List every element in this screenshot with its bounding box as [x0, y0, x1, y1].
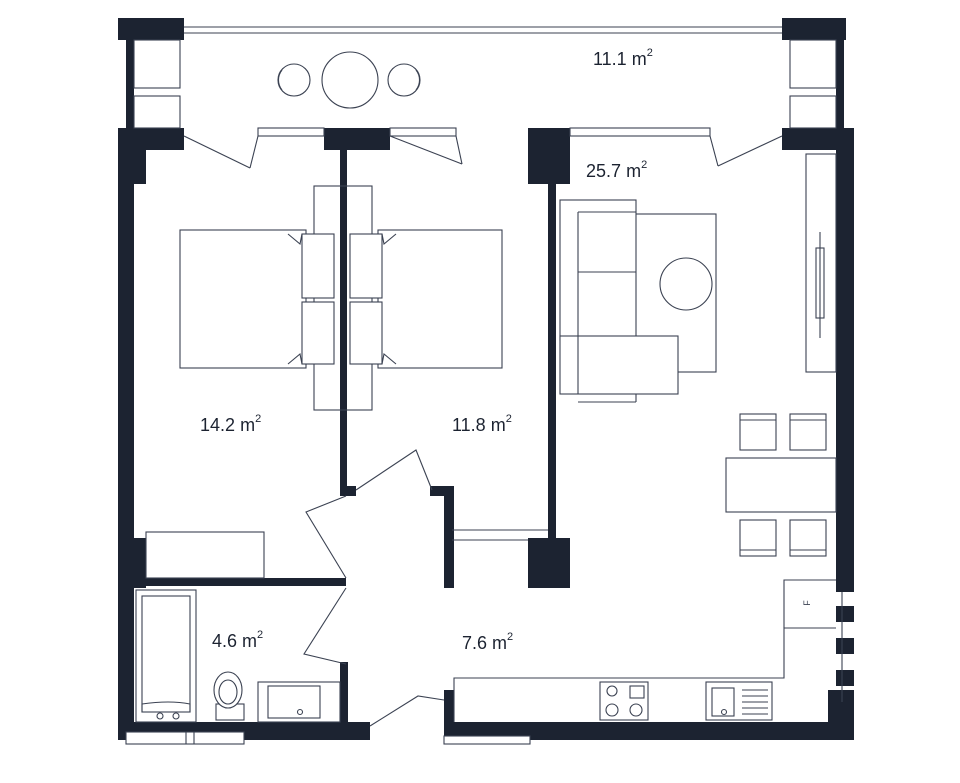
area-exponent: 2 [507, 631, 514, 643]
area-unit: m [626, 161, 642, 181]
tv-unit [805, 153, 837, 373]
top-windows-and-doors [183, 127, 783, 169]
area-unit: m [240, 415, 256, 435]
area-value: 7.6 [462, 633, 488, 653]
area-value: 11.8 [452, 415, 486, 435]
area-label-living: 25.7 m2 [586, 159, 648, 181]
area-value: 14.2 [200, 415, 236, 435]
area-exponent: 2 [257, 629, 264, 641]
area-unit: m [242, 631, 258, 651]
fridge-label: F [801, 600, 812, 606]
walls [118, 18, 854, 745]
area-exponent: 2 [641, 159, 648, 171]
bathroom-fixtures [135, 589, 341, 723]
beds [179, 185, 503, 411]
area-value: 25.7 [586, 161, 622, 181]
area-label-bedroom-2: 11.8 m2 [452, 413, 512, 435]
area-unit: m [631, 49, 647, 69]
area-unit: m [492, 633, 508, 653]
area-exponent: 2 [646, 47, 653, 59]
dining-set [725, 413, 837, 557]
area-label-bedroom-1: 14.2 m2 [200, 413, 262, 435]
area-exponent: 2 [255, 413, 262, 425]
area-exponent: 2 [505, 413, 512, 425]
balcony-table-set [277, 51, 421, 109]
living-sofa [559, 199, 717, 403]
area-unit: m [490, 415, 506, 435]
area-value: 11.1 [593, 49, 627, 69]
area-value: 4.6 [212, 631, 238, 651]
area-label-bathroom: 4.6 m2 [212, 629, 264, 651]
area-label-hall: 7.6 m2 [462, 631, 514, 653]
dresser [145, 531, 265, 579]
interior-doors [303, 449, 445, 727]
area-label-balcony: 11.1 m2 [593, 47, 653, 69]
kitchen [453, 579, 836, 722]
